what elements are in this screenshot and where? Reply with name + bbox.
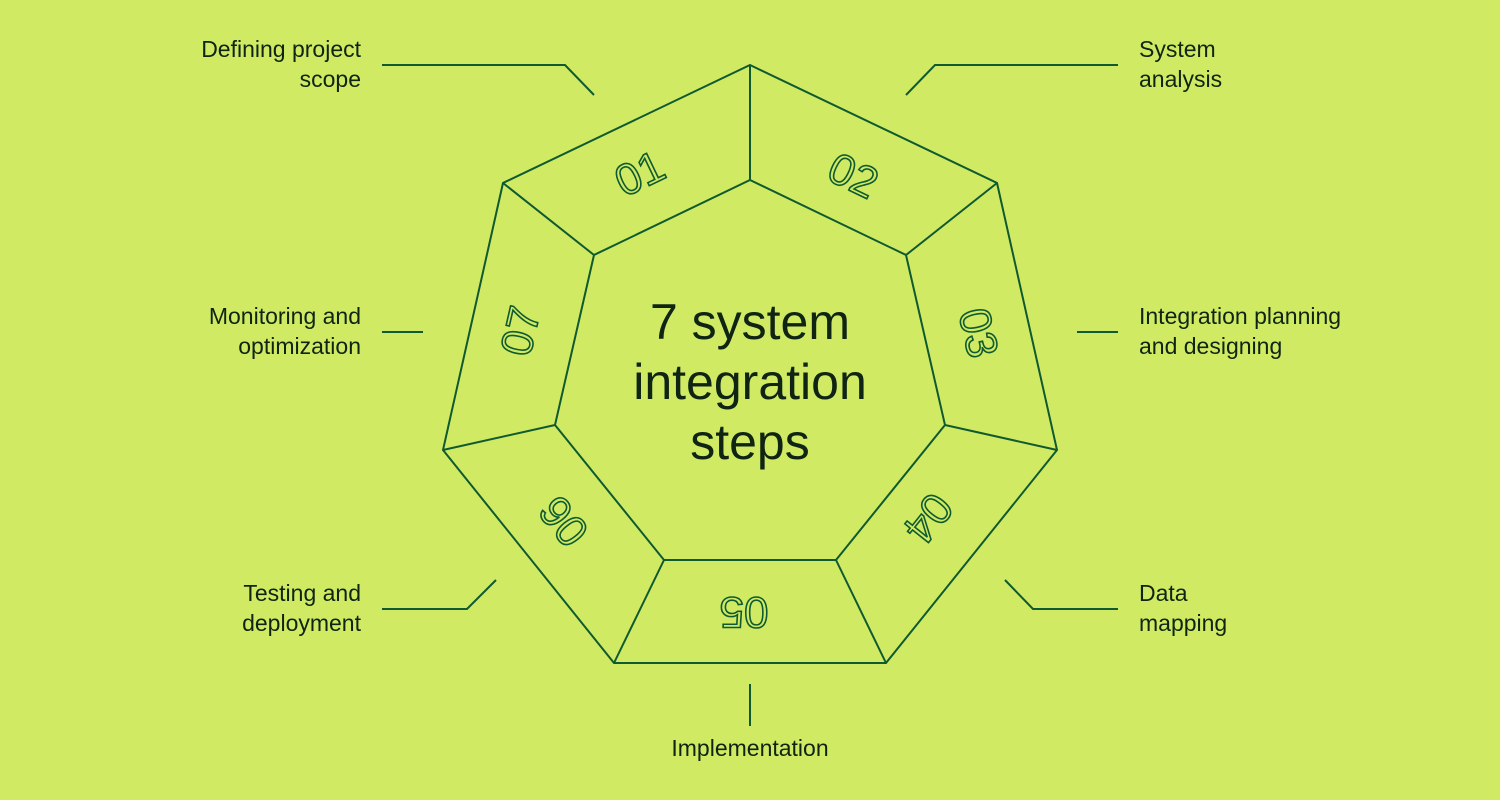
step-label-5: Implementation: [671, 735, 829, 761]
step-number-2: 02: [820, 143, 885, 208]
step-number-4: 04: [894, 484, 963, 553]
connector-step-1: [382, 64, 595, 96]
step-number-3: 03: [949, 304, 1008, 363]
step-number-6: 06: [530, 487, 599, 556]
connector-step-6: [382, 579, 497, 610]
divider-3: [944, 424, 1058, 451]
divider-5: [613, 559, 665, 664]
connector-step-2: [905, 64, 1118, 96]
step-label-6: Testing and deployment: [242, 580, 361, 636]
divider-7: [502, 182, 595, 256]
step-number-7: 07: [492, 302, 551, 361]
divider-6: [442, 424, 556, 451]
center-title: 7 system integration steps: [633, 294, 867, 470]
step-label-1: Defining project scope: [201, 36, 361, 92]
step-label-3: Integration planning and designing: [1139, 303, 1342, 359]
step-number-1: 01: [607, 141, 672, 206]
divider-4: [835, 559, 887, 664]
step-label-4: Data mapping: [1139, 580, 1228, 636]
step-label-2: System analysis: [1139, 36, 1223, 92]
inner-heptagon: [553, 178, 947, 561]
outer-heptagon: [441, 63, 1059, 664]
connector-step-4: [1004, 579, 1118, 610]
step-number-5: 05: [720, 588, 769, 637]
divider-2: [905, 182, 998, 256]
step-label-7: Monitoring and optimization: [208, 303, 361, 359]
